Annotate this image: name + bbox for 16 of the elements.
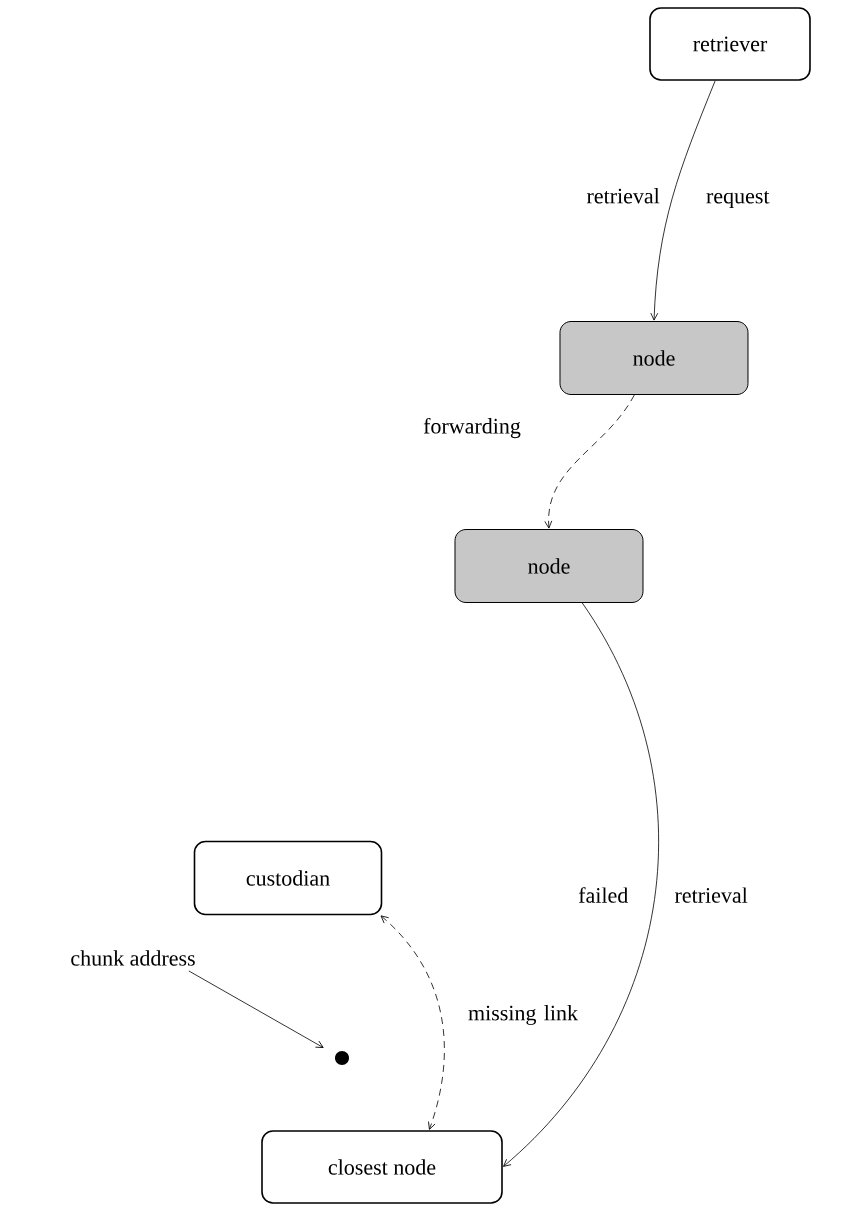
point [335,1051,349,1065]
edge-label: missing link [468,1005,578,1025]
process-box: node [454,529,644,603]
arrow [380,915,445,1130]
process-box: custodian [193,840,383,916]
edge-label: failed retrieval [578,887,748,903]
arrow [188,970,324,1048]
edge-label: forwarding [423,417,521,439]
arrow [503,602,659,1167]
edge-label: retrieval request [586,188,770,208]
process-box: closest node [261,1130,503,1204]
arrow [650,80,716,321]
arrow [544,394,635,529]
process-box: retriever [649,7,811,81]
process-box: node [559,321,749,395]
node-label: chunk address [71,950,195,966]
